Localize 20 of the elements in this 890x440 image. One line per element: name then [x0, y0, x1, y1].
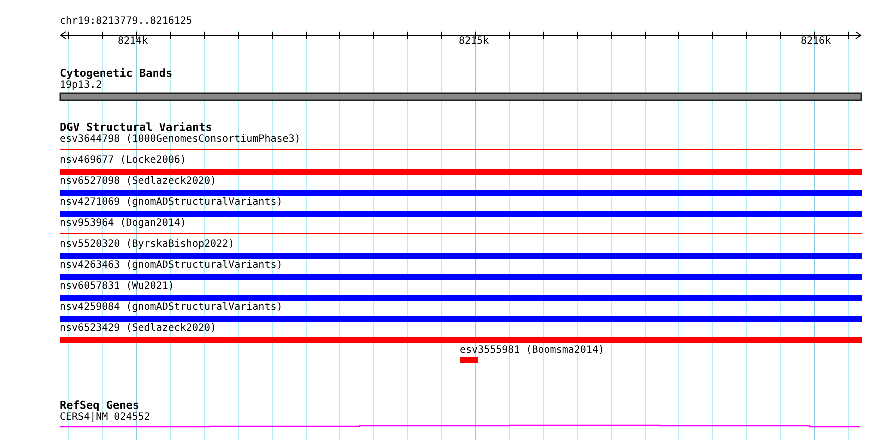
variant-label: nsv6527098 (Sedlazeck2020): [60, 176, 217, 188]
variant-label: nsv6057831 (Wu2021): [60, 281, 174, 293]
track-title: DGV Structural Variants: [60, 122, 212, 134]
band-label: 19p13.2: [60, 80, 102, 92]
variant-label: nsv4259084 (gnomADStructuralVariants): [60, 302, 283, 314]
variant-label: nsv6523429 (Sedlazeck2020): [60, 323, 217, 335]
variant-label: esv3644798 (1000GenomesConsortiumPhase3): [60, 134, 301, 146]
tick-label: 8214k: [118, 36, 148, 48]
gene-label: CERS4|NM_024552: [60, 412, 150, 424]
variant-label: nsv953964 (Dogan2014): [60, 218, 186, 230]
coordinate-label: chr19:8213779..8216125: [60, 16, 192, 28]
variant-label: esv3555981 (Boomsma2014): [460, 345, 604, 357]
variant-label: nsv5520320 (ByrskaBishop2022): [60, 239, 235, 251]
tick-label: 8216k: [801, 36, 832, 48]
track-title: RefSeq Genes: [60, 400, 140, 412]
variant-label: nsv4263463 (gnomADStructuralVariants): [60, 260, 283, 272]
tick-label: 8215k: [459, 36, 490, 48]
variant-label: nsv4271069 (gnomADStructuralVariants): [60, 197, 283, 209]
track-title: Cytogenetic Bands: [60, 68, 173, 80]
variant-label: nsv469677 (Locke2006): [60, 155, 186, 167]
